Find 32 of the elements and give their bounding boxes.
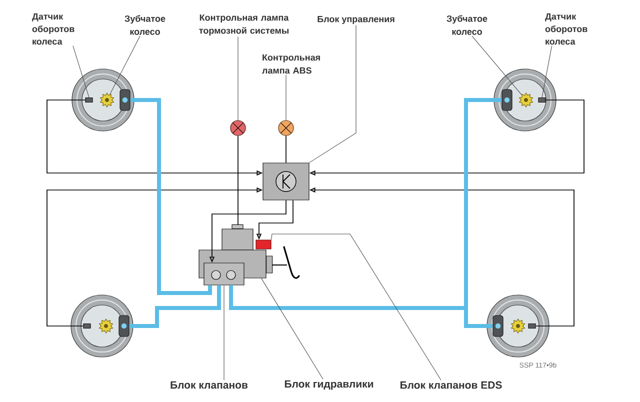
callout-label: Зубчатое колесо bbox=[446, 15, 488, 35]
leader-line bbox=[110, 36, 140, 95]
leader-line bbox=[309, 24, 356, 163]
brake-caliper bbox=[492, 315, 504, 337]
callout-label: Зубчатое колесо bbox=[124, 15, 166, 35]
callout-label: Датчик оборотов колеса bbox=[545, 13, 588, 45]
callout-label: Блок клапанов EDS bbox=[400, 381, 502, 389]
sensor bbox=[83, 323, 91, 329]
warning-lamp bbox=[230, 120, 246, 136]
sensor bbox=[85, 97, 93, 103]
brake-caliper bbox=[502, 89, 512, 111]
callout-label: Блок гидравлики bbox=[284, 380, 374, 390]
callout-label: Блок управления bbox=[318, 16, 394, 24]
leader-line bbox=[472, 36, 522, 96]
leader-line bbox=[261, 278, 324, 380]
leader-line bbox=[72, 46, 90, 98]
callout-label: Блок клапанов bbox=[170, 381, 248, 389]
brake-pipe bbox=[130, 98, 212, 295]
warning-lamp bbox=[278, 120, 294, 136]
callout-label: Датчик оборотов колеса bbox=[32, 13, 74, 45]
callout-label: Контрольная лампа тормозной системы bbox=[199, 14, 289, 36]
valve bbox=[256, 240, 272, 250]
callout-label: Контрольная лампа ABS bbox=[262, 54, 320, 74]
brake-pipe bbox=[229, 98, 502, 310]
leader-line bbox=[542, 46, 552, 98]
brake-caliper bbox=[120, 89, 130, 111]
reservoir bbox=[222, 224, 254, 250]
brake-caliper bbox=[118, 315, 130, 337]
leader-line bbox=[271, 234, 442, 380]
sensor bbox=[528, 323, 536, 329]
sensor bbox=[538, 97, 546, 103]
brake-pipe bbox=[129, 285, 221, 328]
